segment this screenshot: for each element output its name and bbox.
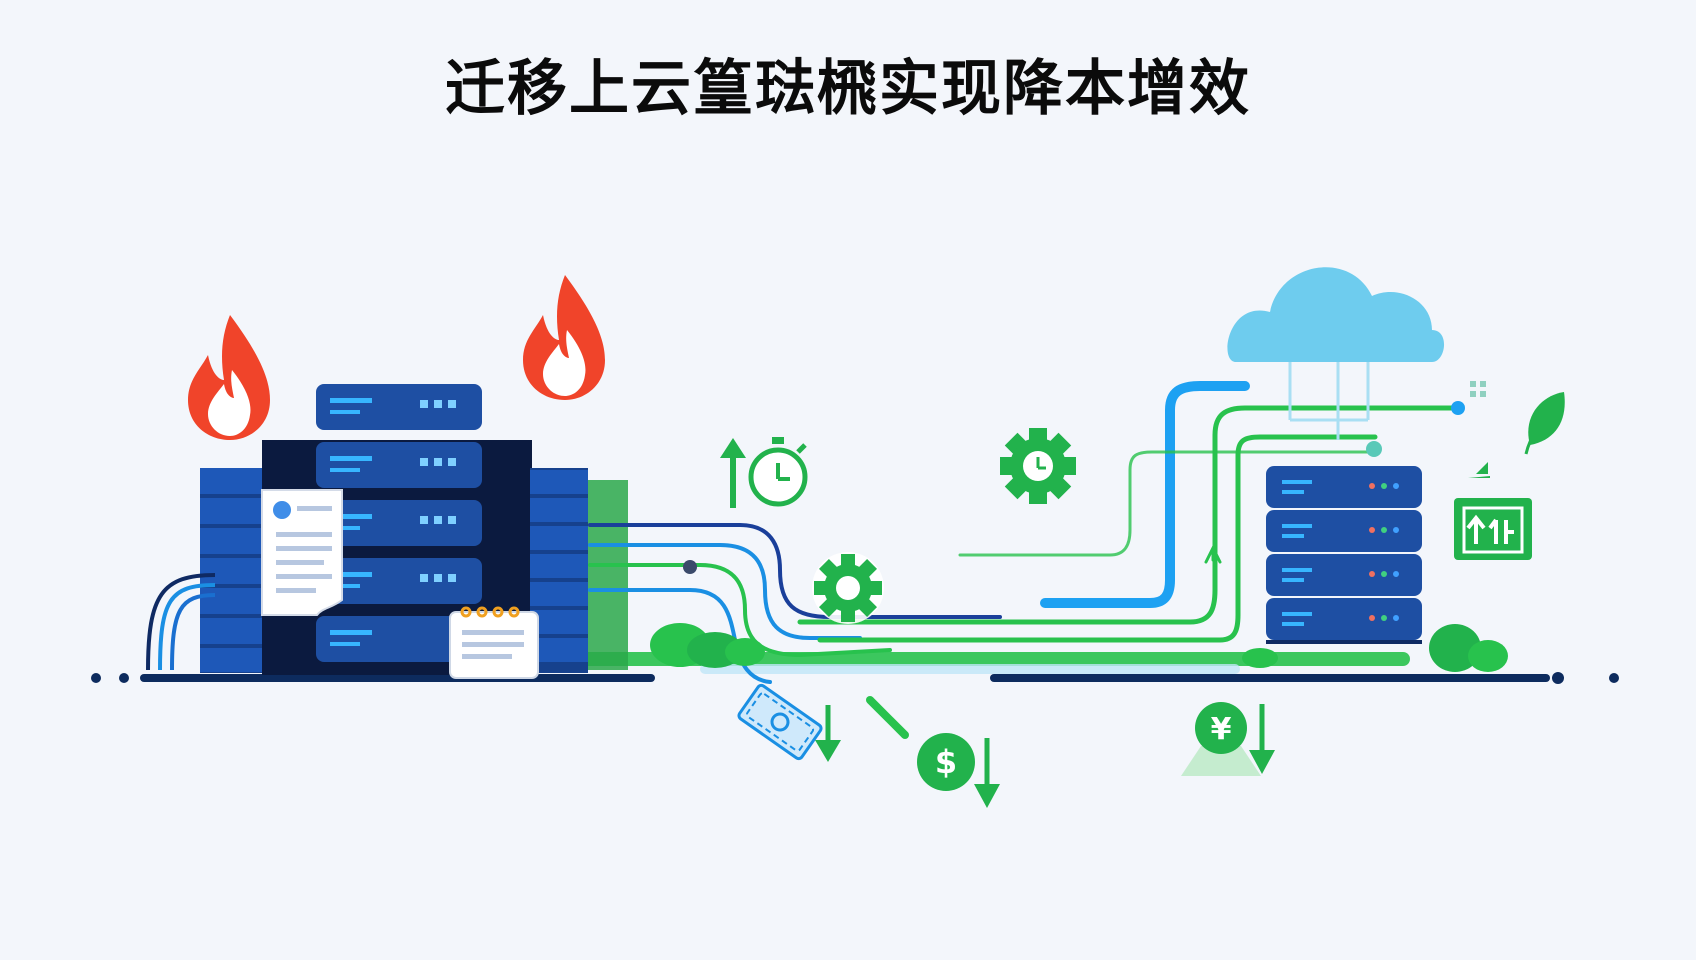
- growth-chart-icon: [1454, 462, 1532, 560]
- gear-clock-icon: [1000, 428, 1076, 504]
- svg-text:$: $: [935, 743, 957, 781]
- dollar-coin-icon: $: [917, 733, 975, 791]
- leaf-icon: [1524, 392, 1565, 455]
- arrow-down-icon: [815, 705, 841, 762]
- svg-text:¥: ¥: [1211, 712, 1232, 747]
- document-icon: [261, 489, 343, 616]
- notepad-icon: [449, 606, 539, 679]
- cloud-icon: [1227, 267, 1486, 457]
- yen-icon: ¥: [1181, 702, 1261, 776]
- arrow-down-icon: [1249, 704, 1275, 774]
- flame-icon: [523, 275, 605, 400]
- money-bills-icon: [737, 683, 823, 761]
- cloud-server: [1266, 466, 1422, 644]
- server-rack: [200, 468, 270, 673]
- bushes: [650, 623, 1508, 672]
- arrow-down-icon: [974, 738, 1000, 808]
- arrow-up-icon: [720, 438, 746, 508]
- page-title: 迁移上云篁琺榌实现降本增效: [445, 54, 1251, 124]
- server-rack: [530, 468, 628, 673]
- server-stack: [316, 384, 482, 662]
- migration-pipes: [588, 381, 1461, 739]
- stopwatch-icon: [748, 437, 808, 507]
- gear-icon: [812, 552, 884, 624]
- flame-icon: [188, 315, 270, 440]
